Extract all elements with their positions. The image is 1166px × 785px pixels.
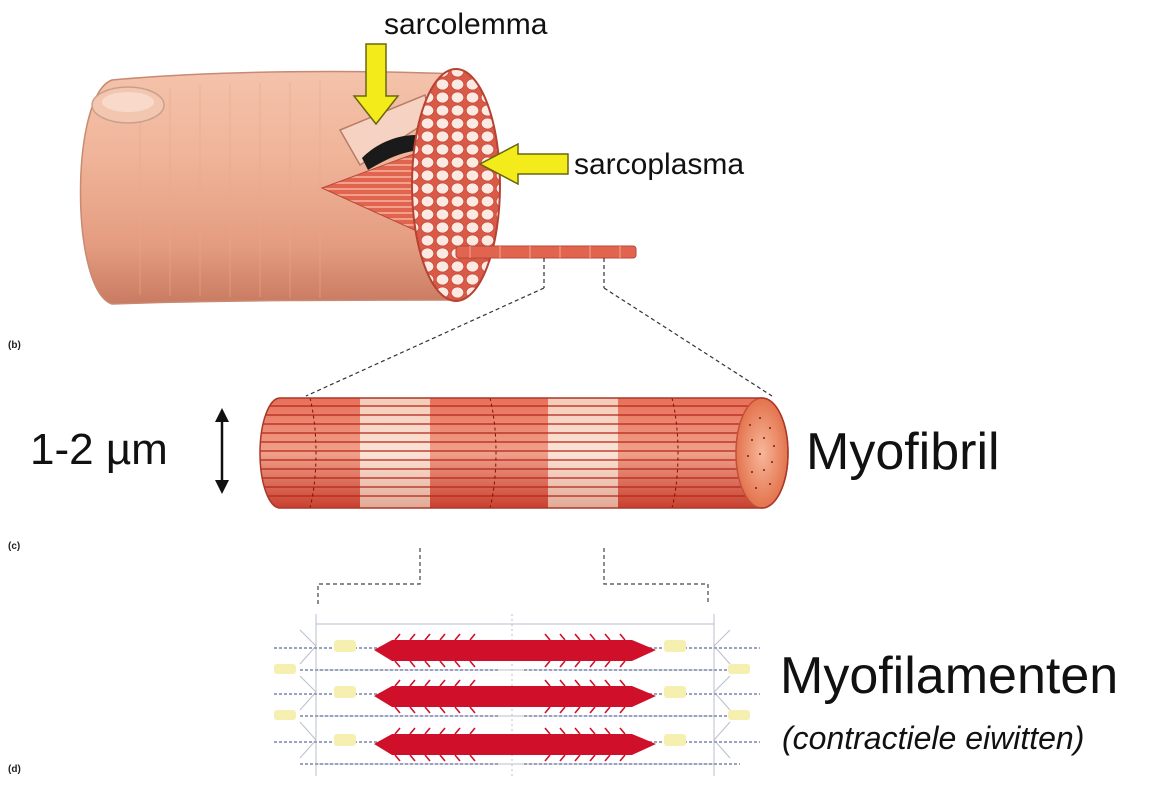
muscle-fiber-illustration — [81, 69, 637, 304]
panel-label-b: (b) — [8, 340, 21, 351]
panel-label-d: (d) — [8, 764, 21, 775]
myofibril-illustration — [258, 398, 790, 508]
panel-label-c: (c) — [8, 541, 20, 552]
label-sarcoplasma: sarcoplasma — [574, 150, 744, 180]
label-myofibril: Myofibril — [806, 426, 1000, 478]
label-sarcolemma: sarcolemma — [384, 10, 547, 40]
zoom-lines-c-d — [318, 548, 708, 604]
label-contractile-proteins: (contractiele eiwitten) — [782, 722, 1084, 754]
fiber-cross-section — [412, 69, 500, 301]
myosin-thick-filaments — [374, 640, 656, 755]
label-myofilaments: Myofilamenten — [780, 650, 1118, 702]
single-myofibril-strand — [456, 246, 636, 258]
size-double-arrow — [215, 408, 229, 494]
myofilament-illustration — [274, 614, 760, 776]
label-size: 1-2 µm — [30, 428, 168, 472]
